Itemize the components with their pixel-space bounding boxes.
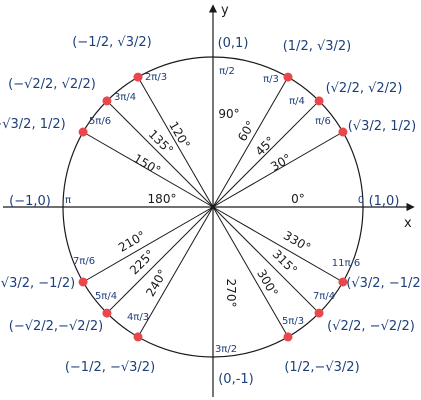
radian-label: 3π/4: [114, 92, 136, 103]
radian-label: π/4: [289, 96, 305, 107]
coordinate-label: (√2/2, −√2/2): [327, 319, 415, 334]
degree-label: 270°: [224, 279, 238, 308]
angle-ray: [82, 206, 214, 283]
coordinate-label: (√3/2, −1/2): [346, 276, 421, 291]
point-marker: [338, 277, 348, 287]
radian-label: 4π/3: [127, 312, 149, 323]
point-markers: [78, 72, 348, 342]
coordinate-label: (−√2/2, √2/2): [8, 77, 96, 92]
radian-label: π/6: [315, 116, 331, 127]
angle-ray: [212, 76, 289, 208]
degree-label: 90°: [218, 107, 239, 121]
coordinate-label: (0,1): [218, 36, 249, 51]
radian-label: 7π/4: [313, 291, 335, 302]
degree-label: 45°: [253, 134, 278, 159]
radian-label: 5π/3: [282, 316, 304, 327]
degree-label: 240°: [143, 267, 170, 299]
radian-label: 5π/6: [89, 116, 111, 127]
angle-ray: [212, 100, 320, 208]
angle-ray: [212, 131, 344, 208]
radian-label: π/2: [219, 66, 235, 77]
degree-label: 0°: [291, 192, 305, 206]
radian-label: 2π/3: [145, 72, 167, 83]
radian-label: 7π/6: [73, 256, 95, 267]
radian-label: 11π/6: [332, 258, 360, 269]
point-marker: [283, 332, 293, 342]
point-marker: [102, 96, 112, 106]
point-marker: [78, 277, 88, 287]
coordinate-label: (−√2/2,−√2/2): [9, 319, 103, 334]
radian-label: π/3: [263, 74, 279, 85]
angle-ray: [82, 131, 214, 208]
degree-label: 315°: [270, 247, 300, 277]
radian-label: 3π/2: [215, 344, 237, 355]
degree-label: 330°: [281, 228, 313, 255]
angle-ray: [137, 76, 214, 208]
radian-label: 5π/4: [95, 291, 117, 302]
coordinate-label: (−1,0): [9, 194, 51, 209]
angle-ray: [106, 100, 214, 208]
degree-label: 30°: [268, 151, 293, 174]
angle-ray: [212, 206, 320, 314]
radian-label: π: [65, 195, 71, 206]
radian-labels: 0 π/6 π/4 π/3 π/2 2π/3 3π/4 5π/6 π 7π/6 5π/4 4π/3 3π…: [65, 66, 364, 355]
coordinate-label: (1/2,−√3/2): [284, 360, 359, 375]
coordinate-labels: (1,0) (√3/2, 1/2) (√2/2, √2/2) (1/2, √3/2) (…: [0, 35, 421, 387]
coordinate-label: (−1/2, √3/2): [72, 35, 151, 50]
coordinate-label: (1,0): [369, 194, 400, 209]
angle-ray: [212, 206, 344, 283]
coordinate-label: (√2/2, √2/2): [326, 81, 403, 96]
point-marker: [102, 308, 112, 318]
degree-label: 300°: [254, 267, 281, 299]
point-marker: [314, 96, 324, 106]
degree-label: 150°: [131, 151, 163, 178]
coordinate-label: (−√3/2, −1/2): [0, 276, 75, 291]
angle-ray: [212, 206, 289, 338]
coordinate-label: (1/2, √3/2): [283, 39, 352, 54]
radian-label: 0: [358, 195, 364, 206]
degree-label: 180°: [148, 192, 177, 206]
point-marker: [338, 127, 348, 137]
degree-label: 225°: [127, 247, 157, 277]
y-axis-label: y: [221, 3, 229, 18]
point-marker: [78, 127, 88, 137]
x-axis-label: x: [404, 216, 412, 231]
angle-ray: [137, 206, 214, 338]
coordinate-label: (√3/2, 1/2): [348, 119, 417, 134]
coordinate-label: (−√3/2, 1/2): [0, 117, 66, 132]
angle-ray: [106, 206, 214, 314]
coordinate-label: (0,-1): [218, 372, 254, 387]
point-marker: [133, 72, 143, 82]
coordinate-label: (−1/2, −√3/2): [65, 360, 155, 375]
point-marker: [283, 72, 293, 82]
angle-rays: [82, 76, 344, 338]
point-marker: [133, 332, 143, 342]
point-marker: [314, 308, 324, 318]
degree-label: 60°: [235, 118, 258, 143]
